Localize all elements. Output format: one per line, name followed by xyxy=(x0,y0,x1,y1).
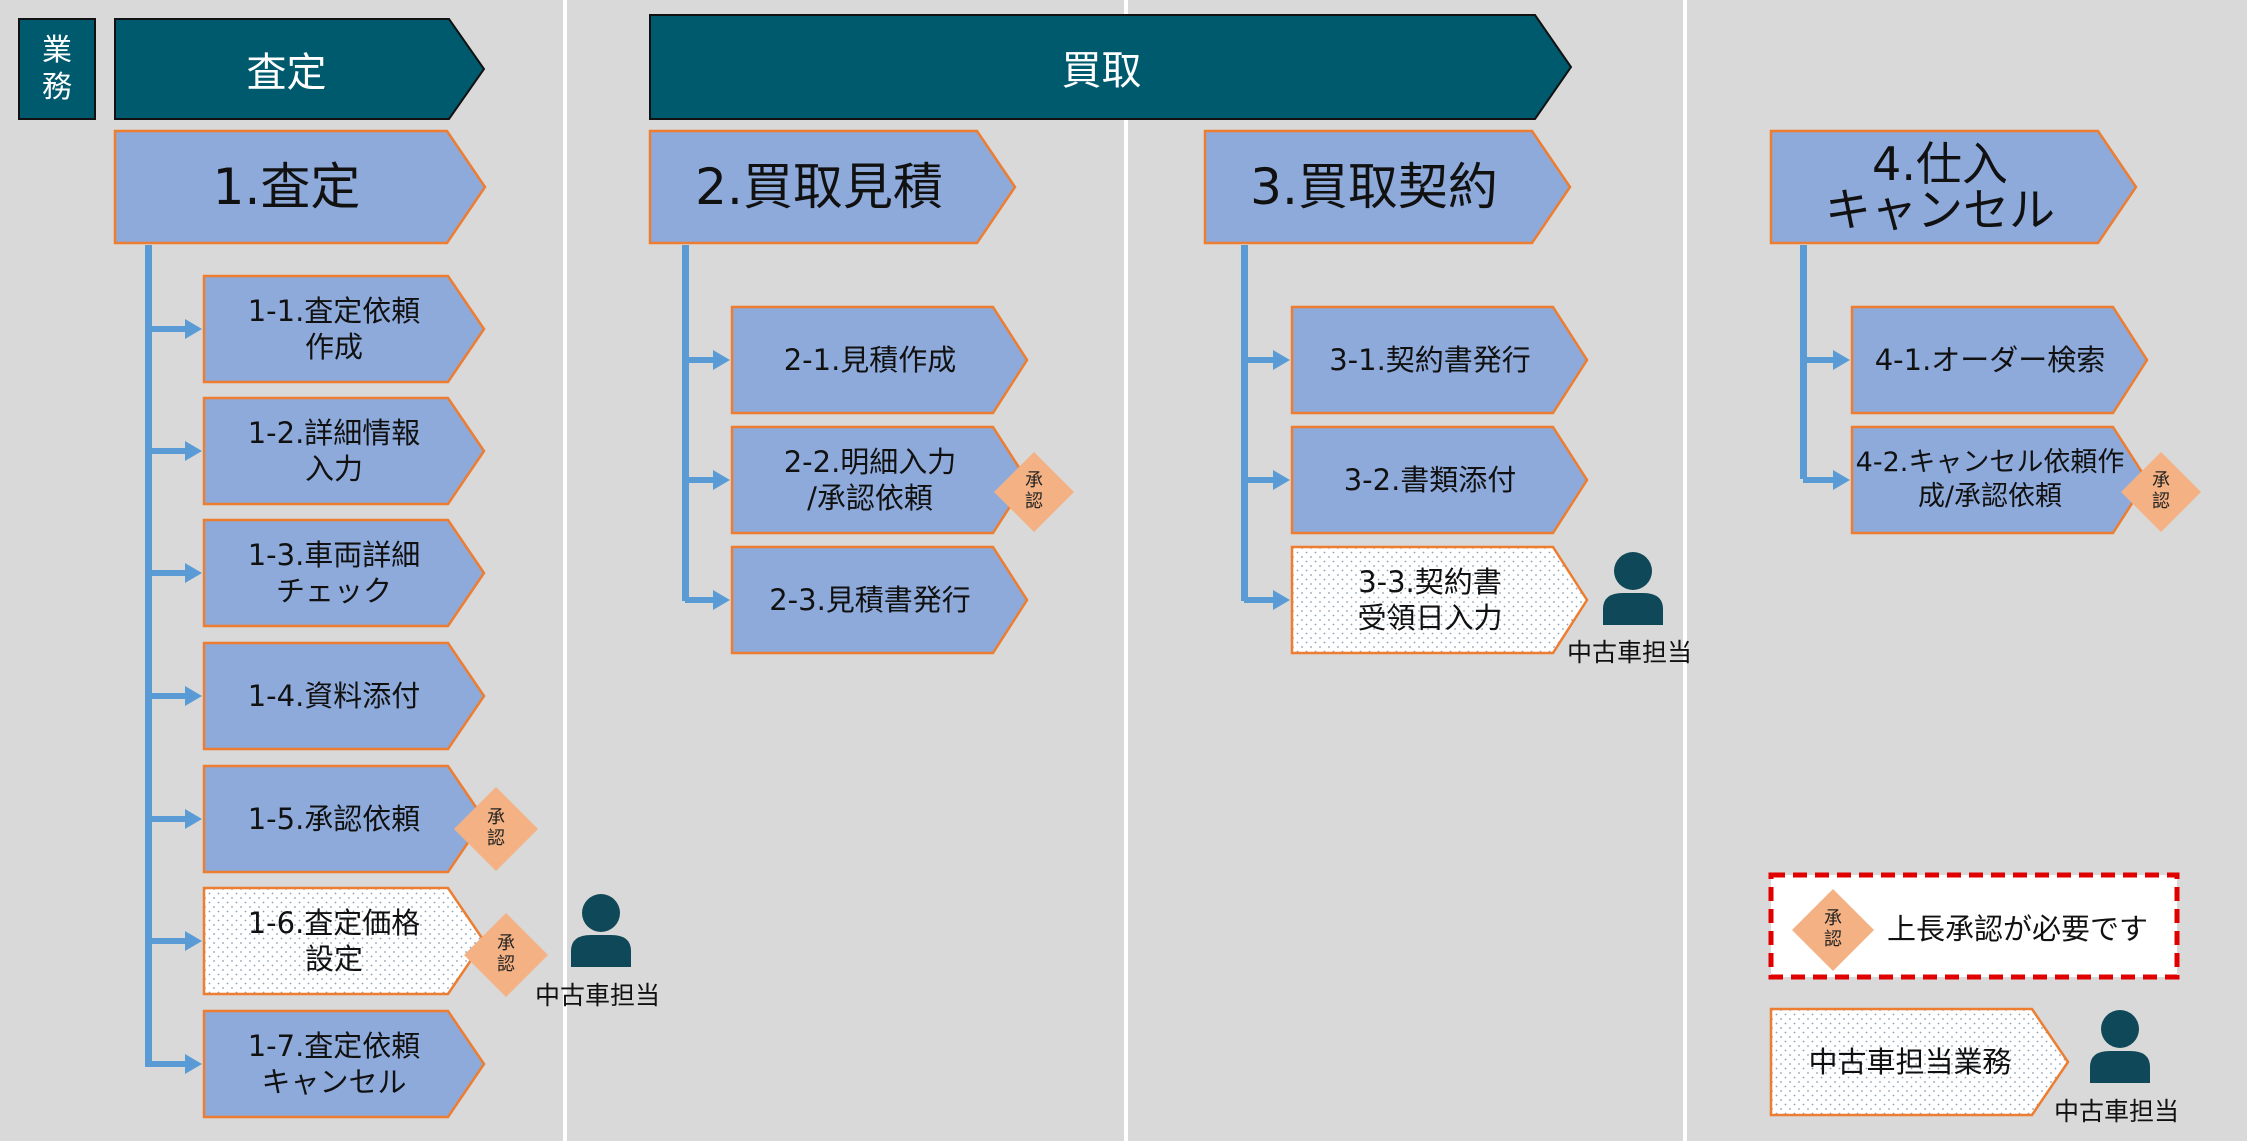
task-3-2-label: 3-2.書類添付 xyxy=(1343,462,1517,497)
satei-header-title: 査定 xyxy=(246,50,327,96)
kaitori-header-title: 買取 xyxy=(1061,48,1142,94)
task-2-1-label: 2-1.見積作成 xyxy=(783,342,957,377)
task-4-2[interactable]: 4-2.キャンセル依頼作 成/承認依頼 xyxy=(1850,425,2149,535)
task-2-1[interactable]: 2-1.見積作成 xyxy=(730,305,1029,415)
person-icon-1-6 xyxy=(569,893,633,967)
task-2-2[interactable]: 2-2.明細入力 /承認依頼 xyxy=(730,425,1029,535)
legend-dealer-task-label: 中古車担当業務 xyxy=(1808,1044,2012,1079)
tree-trunk-1 xyxy=(145,245,152,1067)
phase-4-title: 4.仕入 キャンセル xyxy=(1825,137,2055,237)
person-label-3-3: 中古車担当 xyxy=(1567,638,1693,667)
task-1-2[interactable]: 1-2.詳細情報 入力 xyxy=(202,396,486,506)
task-1-1[interactable]: 1-1.査定依頼 作成 xyxy=(202,274,486,384)
task-4-1-label: 4-1.オーダー検索 xyxy=(1874,342,2106,377)
phase-1-title: 1.査定 xyxy=(212,158,361,216)
task-1-4[interactable]: 1-4.資料添付 xyxy=(202,641,486,751)
kaitori-header-banner: 買取 xyxy=(649,14,1573,120)
task-4-2-label: 4-2.キャンセル依頼作 成/承認依頼 xyxy=(1855,447,2125,512)
legend-dealer-task: 中古車担当業務 xyxy=(1769,1007,2070,1117)
gyomu-header-box: 業 務 xyxy=(18,18,96,120)
task-4-1[interactable]: 4-1.オーダー検索 xyxy=(1850,305,2149,415)
phase-3-kaitori-keiyaku[interactable]: 3.買取契約 xyxy=(1203,129,1572,245)
task-2-3-label: 2-3.見積書発行 xyxy=(769,582,971,617)
tree-trunk-4 xyxy=(1800,245,1807,479)
task-1-2-label: 1-2.詳細情報 入力 xyxy=(247,415,421,486)
person-icon-3-3 xyxy=(1601,551,1665,625)
satei-header-banner: 査定 xyxy=(114,18,486,120)
phase-2-kaitori-mitsumori[interactable]: 2.買取見積 xyxy=(648,129,1017,245)
task-1-6-label: 1-6.査定価格 設定 xyxy=(247,905,421,976)
task-3-2[interactable]: 3-2.書類添付 xyxy=(1290,425,1589,535)
task-2-3[interactable]: 2-3.見積書発行 xyxy=(730,545,1029,655)
person-icon xyxy=(2090,1010,2150,1083)
tree-trunk-2 xyxy=(682,245,689,601)
task-3-1-label: 3-1.契約書発行 xyxy=(1329,342,1531,377)
task-1-1-label: 1-1.査定依頼 作成 xyxy=(247,293,421,364)
tree-trunk-3 xyxy=(1241,245,1248,601)
phase-4-shiire-cancel[interactable]: 4.仕入 キャンセル xyxy=(1769,129,2138,245)
person-label-1-6: 中古車担当 xyxy=(535,981,661,1010)
approval-badge-1-6: 承 認 xyxy=(463,912,549,998)
task-1-7[interactable]: 1-7.査定依頼 キャンセル xyxy=(202,1009,486,1119)
task-3-1[interactable]: 3-1.契約書発行 xyxy=(1290,305,1589,415)
approval-badge-1-5: 承 認 xyxy=(453,786,539,872)
phase-3-title: 3.買取契約 xyxy=(1250,158,1498,216)
task-1-6[interactable]: 1-6.査定価格 設定 xyxy=(202,886,486,996)
task-1-3-label: 1-3.車両詳細 チェック xyxy=(247,537,421,608)
task-2-2-label: 2-2.明細入力 /承認依頼 xyxy=(783,444,957,515)
task-3-3-label: 3-3.契約書 受領日入力 xyxy=(1357,564,1503,635)
phase-1-satei[interactable]: 1.査定 xyxy=(113,129,487,245)
person-icon xyxy=(571,894,631,967)
person-icon xyxy=(1603,552,1663,625)
task-1-3[interactable]: 1-3.車両詳細 チェック xyxy=(202,518,486,628)
task-1-7-label: 1-7.査定依頼 キャンセル xyxy=(247,1028,421,1099)
legend-person-icon xyxy=(2088,1009,2152,1083)
task-1-4-label: 1-4.資料添付 xyxy=(247,678,421,713)
approval-badge-2-2: 承 認 xyxy=(993,451,1075,533)
task-1-5[interactable]: 1-5.承認依頼 xyxy=(202,764,486,874)
task-3-3[interactable]: 3-3.契約書 受領日入力 xyxy=(1290,545,1589,655)
legend-approval-badge: 承 認 xyxy=(1791,888,1875,972)
phase-2-title: 2.買取見積 xyxy=(695,158,943,216)
legend-person-label: 中古車担当 xyxy=(2054,1097,2180,1126)
approval-badge-4-2: 承 認 xyxy=(2120,451,2202,533)
task-1-5-label: 1-5.承認依頼 xyxy=(247,801,421,836)
legend-approval-text: 上長承認が必要です xyxy=(1887,912,2149,946)
gyomu-header-label: 業 務 xyxy=(42,32,72,106)
